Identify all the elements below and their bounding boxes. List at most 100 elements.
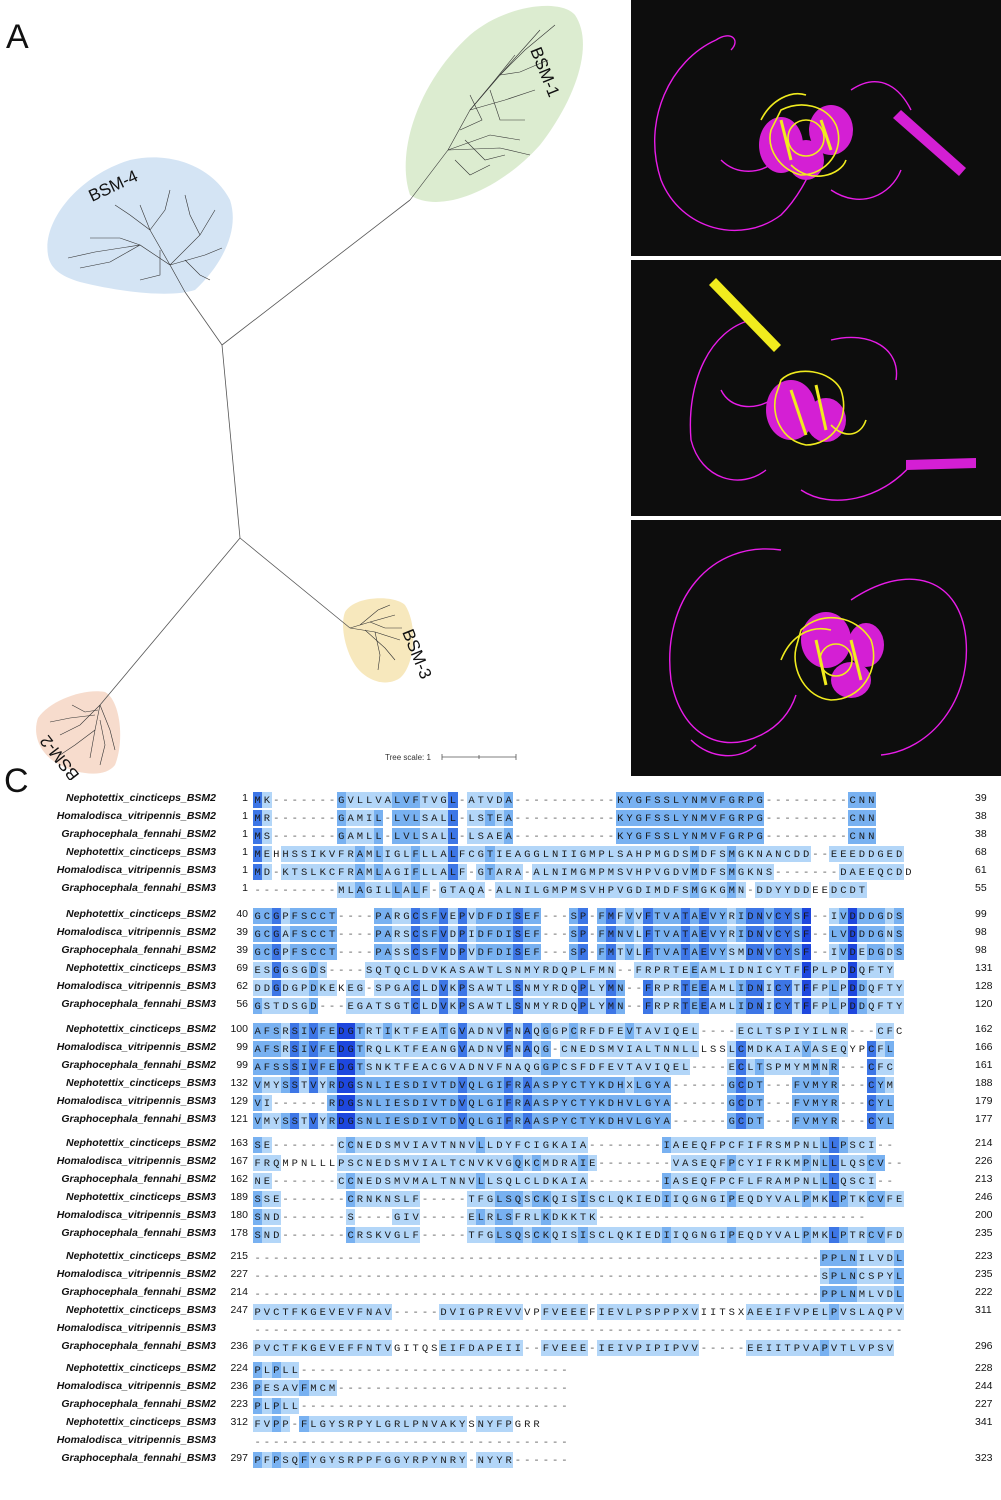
sequence-end-position: 222	[975, 1286, 993, 1298]
sequence-name: Homalodisca_vitripennis_BSM3	[56, 1322, 216, 1334]
sequence-name: Nephotettix_cincticeps_BSM2	[66, 908, 216, 920]
sequence-name: Nephotettix_cincticeps_BSM2	[66, 792, 216, 804]
clade-bsm2-shade	[36, 691, 121, 774]
sequence-end-position: 39	[975, 792, 987, 804]
tree-branches	[99, 199, 411, 706]
sequence-end-position: 98	[975, 926, 987, 938]
sequence-end-position: 61	[975, 864, 987, 876]
clade-bsm3-shade	[343, 598, 414, 683]
sequence-end-position: 99	[975, 908, 987, 920]
sequence-name: Nephotettix_cincticeps_BSM2	[66, 1137, 216, 1149]
sequence-name: Graphocephala_fennahi_BSM2	[61, 1173, 216, 1185]
sequence-start-position: 297	[230, 1452, 248, 1464]
tree-scale-label: Tree scale: 1	[385, 753, 431, 762]
sequence-start-position: 312	[230, 1416, 248, 1428]
sequence-name: Homalodisca_vitripennis_BSM3	[56, 1209, 216, 1221]
sequence-residues: ----------------------------------------…	[253, 1266, 973, 1284]
sequence-name: Homalodisca_vitripennis_BSM2	[56, 1268, 216, 1280]
sequence-start-position: 121	[230, 1113, 248, 1125]
structure-overlay-3	[631, 520, 1001, 776]
sequence-start-position: 236	[230, 1340, 248, 1352]
sequence-start-position: 1	[242, 792, 248, 804]
sequence-start-position: 132	[230, 1077, 248, 1089]
sequence-start-position: 163	[230, 1137, 248, 1149]
clade-bsm4-shade	[47, 157, 233, 294]
bsm4-leaves	[67, 189, 223, 293]
sequence-end-position: 214	[975, 1137, 993, 1149]
sequence-name: Graphocephala_fennahi_BSM2	[61, 1398, 216, 1410]
panel-label-c: C	[4, 762, 29, 800]
sequence-name: Nephotettix_cincticeps_BSM2	[66, 1250, 216, 1262]
sequence-start-position: 39	[236, 926, 248, 938]
sequence-end-position: 235	[975, 1227, 993, 1239]
sequence-name: Graphocephala_fennahi_BSM3	[61, 998, 216, 1010]
sequence-name: Homalodisca_vitripennis_BSM3	[56, 864, 216, 876]
sequence-start-position: 39	[236, 944, 248, 956]
sequence-name: Nephotettix_cincticeps_BSM3	[66, 962, 216, 974]
sequence-end-position: 98	[975, 944, 987, 956]
tree-scale-bar	[441, 754, 517, 760]
sequence-residues: ----------------------------------------…	[253, 1248, 973, 1266]
sequence-name: Graphocephala_fennahi_BSM3	[61, 1227, 216, 1239]
sequence-start-position: 1	[242, 864, 248, 876]
sequence-end-position: 161	[975, 1059, 993, 1071]
sequence-name: Nephotettix_cincticeps_BSM3	[66, 1416, 216, 1428]
sequence-name: Nephotettix_cincticeps_BSM2	[66, 1023, 216, 1035]
sequence-name: Graphocephala_fennahi_BSM3	[61, 1452, 216, 1464]
sequence-residues: ----------------------------------------…	[254, 1325, 903, 1337]
alignment-row: Homalodisca_vitripennis_BSM3 ------------…	[0, 1320, 1001, 1338]
sequence-end-position: 38	[975, 810, 987, 822]
sequence-name: Graphocephala_fennahi_BSM2	[61, 1059, 216, 1071]
sequence-start-position: 162	[230, 1173, 248, 1185]
sequence-end-position: 120	[975, 998, 993, 1010]
sequence-name: Nephotettix_cincticeps_BSM3	[66, 1077, 216, 1089]
sequence-start-position: 100	[230, 1023, 248, 1035]
sequence-end-position: 228	[975, 1362, 993, 1374]
bsm3-leaves	[349, 604, 402, 671]
sequence-end-position: 227	[975, 1398, 993, 1410]
sequence-name: Homalodisca_vitripennis_BSM2	[56, 1380, 216, 1392]
sequence-name: Graphocephala_fennahi_BSM2	[61, 1286, 216, 1298]
structure-overlay-2	[631, 260, 1001, 516]
sequence-start-position: 62	[236, 980, 248, 992]
sequence-start-position: 167	[230, 1155, 248, 1167]
sequence-start-position: 180	[230, 1209, 248, 1221]
sequence-name: Homalodisca_vitripennis_BSM3	[56, 980, 216, 992]
sequence-name: Homalodisca_vitripennis_BSM2	[56, 810, 216, 822]
sequence-name: Nephotettix_cincticeps_BSM3	[66, 846, 216, 858]
